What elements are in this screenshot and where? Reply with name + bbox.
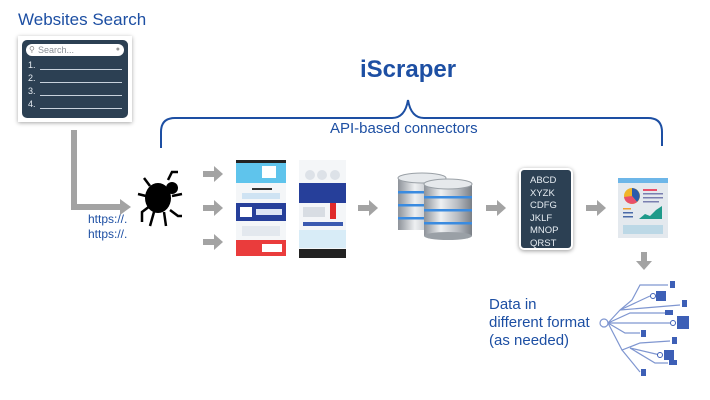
- report-icon: [618, 178, 668, 238]
- output-label-line: different format: [489, 314, 590, 331]
- output-label-line: (as needed): [489, 332, 570, 349]
- result-row: 2.: [28, 73, 122, 85]
- output-label-line: Data in: [489, 296, 537, 313]
- record-item: JKLF: [530, 212, 553, 224]
- record-item: XYZK: [530, 187, 555, 199]
- record-item: CDFG: [530, 200, 557, 212]
- result-number: 1.: [28, 60, 36, 70]
- magnifier-icon: ⚲: [29, 45, 35, 54]
- data-format-tree: [599, 284, 681, 373]
- gear-file-icon: [656, 291, 666, 301]
- url-list: https://. https://.: [88, 212, 127, 242]
- arrow-right: [203, 200, 223, 216]
- file-icon: [672, 337, 677, 344]
- result-row: 1.: [28, 60, 122, 72]
- url-text: https://.: [88, 212, 128, 226]
- api-connectors-label: API-based connectors: [330, 120, 478, 137]
- arrow-search-to-crawler: [71, 130, 131, 215]
- image-file-icon: [669, 360, 677, 365]
- disc-icon: [677, 316, 689, 329]
- image-file-icon: [665, 310, 673, 315]
- connector-brace: [160, 99, 663, 148]
- result-row: 3.: [28, 86, 122, 98]
- result-number: 2.: [28, 73, 36, 83]
- diagram-title: iScraper: [360, 56, 457, 83]
- arrow-right: [486, 200, 506, 216]
- file-icon: [670, 281, 675, 288]
- webpage-thumbnail: [299, 160, 346, 258]
- search-field: ⚲ Search... ●: [26, 44, 124, 56]
- database-icon: [423, 178, 473, 240]
- spider-icon: [137, 170, 183, 227]
- arrow-right: [358, 200, 378, 216]
- search-panel-body: ⚲ Search... ● 1. 2. 3. 4.: [22, 40, 128, 118]
- webpage-thumbnail: [236, 160, 286, 256]
- arrow-right: [203, 234, 223, 250]
- file-icon: [682, 300, 687, 307]
- result-number: 3.: [28, 86, 36, 96]
- file-icon: [641, 369, 646, 376]
- text-records-panel: ABCD XYZK CDFG JKLF MNOP QRST: [519, 168, 573, 250]
- arrows-to-pages: [203, 166, 223, 250]
- search-placeholder: Search...: [38, 45, 75, 55]
- record-item: ABCD: [530, 175, 557, 186]
- record-item: MNOP: [530, 225, 559, 237]
- websites-search-heading: Websites Search: [18, 10, 147, 29]
- arrow-down: [636, 252, 652, 270]
- result-number: 4.: [28, 99, 36, 109]
- chart-file-icon: [664, 350, 674, 360]
- result-row: 4.: [28, 99, 122, 111]
- arrow-right: [203, 166, 223, 182]
- output-format-label: Data in different format (as needed): [489, 296, 590, 350]
- search-panel-illustration: ⚲ Search... ● 1. 2. 3. 4.: [18, 36, 132, 122]
- file-icon: [641, 330, 646, 337]
- arrow-right: [586, 200, 606, 216]
- data-format-nodes: [641, 281, 689, 376]
- record-item: QRST: [530, 237, 557, 249]
- url-text: https://.: [88, 227, 128, 241]
- microphone-icon: ●: [115, 46, 120, 53]
